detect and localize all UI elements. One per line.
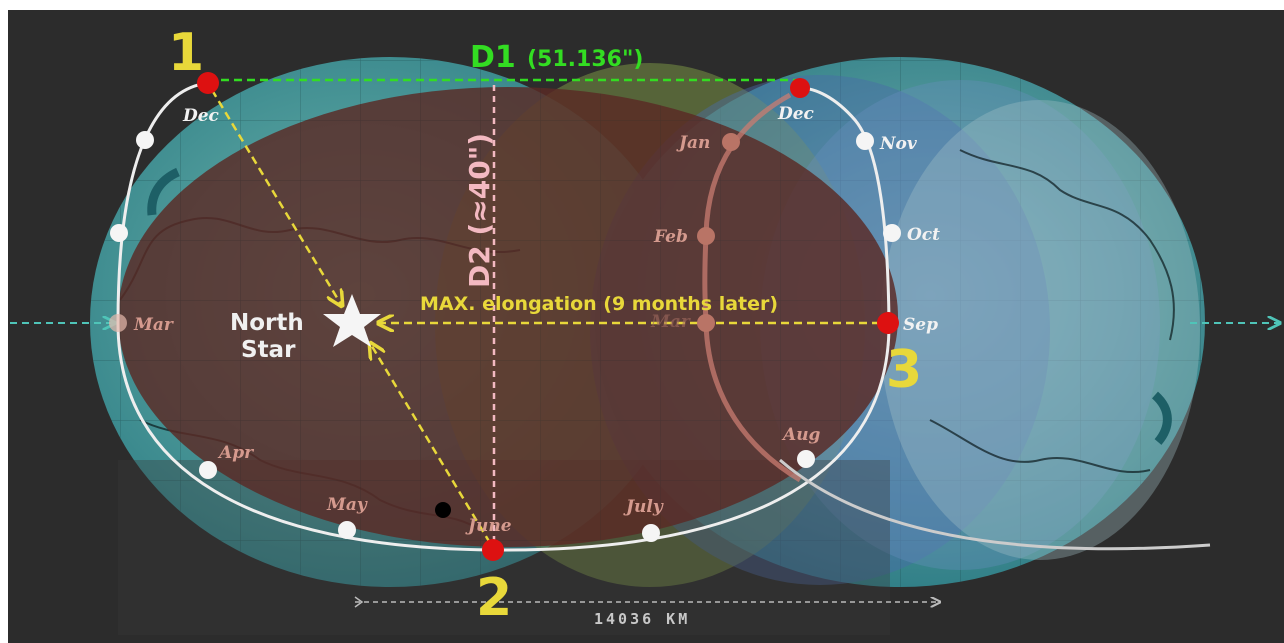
orbit-dot bbox=[136, 131, 154, 149]
north-star-label-line1: North bbox=[230, 310, 304, 336]
orbit-dot bbox=[642, 524, 660, 542]
red-marker-1 bbox=[197, 72, 219, 94]
marker-number-2: 2 bbox=[476, 568, 512, 628]
inner-orbit-dot bbox=[697, 314, 715, 332]
inner-month-label-jan: Jan bbox=[676, 133, 710, 153]
red-marker-dec-right bbox=[790, 78, 810, 98]
elongation-label: MAX. elongation (9 months later) bbox=[420, 293, 778, 315]
orbit-dot bbox=[856, 132, 874, 150]
distance-label: 14036 KM bbox=[594, 610, 690, 628]
orbit-dots bbox=[109, 131, 901, 542]
d2-label: D2 (≈40") bbox=[463, 133, 496, 288]
orbit-dot bbox=[199, 461, 217, 479]
month-label-oct: Oct bbox=[907, 225, 940, 245]
rotation-arrow-icon bbox=[1151, 391, 1172, 445]
orbit-dot bbox=[338, 521, 356, 539]
red-marker-3 bbox=[877, 312, 899, 334]
orbit-tail-path bbox=[779, 458, 1211, 551]
inner-orbit-dot bbox=[697, 227, 715, 245]
month-label-june: June bbox=[465, 516, 512, 536]
month-label-apr: Apr bbox=[217, 443, 254, 463]
inner-orbit-dot bbox=[722, 133, 740, 151]
star-icon bbox=[323, 294, 381, 347]
orbit-dot bbox=[109, 314, 127, 332]
north-star-label-line2: Star bbox=[241, 337, 296, 363]
inner-month-label-feb: Feb bbox=[653, 227, 688, 247]
month-label-mar: Mar bbox=[133, 315, 174, 335]
red-marker-2 bbox=[482, 539, 504, 561]
orbit-dot bbox=[797, 450, 815, 468]
orbit-dot bbox=[110, 224, 128, 242]
month-label-dec-right: Dec bbox=[777, 104, 815, 124]
arrow-1-to-star bbox=[210, 89, 342, 306]
rotation-arrow-icon bbox=[147, 167, 181, 216]
marker-number-1: 1 bbox=[168, 23, 204, 83]
month-label-july: July bbox=[623, 497, 664, 517]
marker-number-3: 3 bbox=[886, 340, 922, 400]
black-dot bbox=[435, 502, 451, 518]
month-label-aug: Aug bbox=[781, 425, 821, 445]
month-label-may: May bbox=[326, 495, 368, 515]
main-orbit-path bbox=[116, 81, 891, 552]
orbit-dot bbox=[883, 224, 901, 242]
inner-month-label-mar: Mar bbox=[650, 312, 691, 332]
month-label-nov: Nov bbox=[879, 134, 918, 154]
d1-label: D1 bbox=[470, 40, 516, 75]
d1-value: (51.136") bbox=[527, 47, 643, 72]
month-label-sep: Sep bbox=[903, 315, 938, 335]
month-label-dec: Dec bbox=[182, 106, 220, 126]
